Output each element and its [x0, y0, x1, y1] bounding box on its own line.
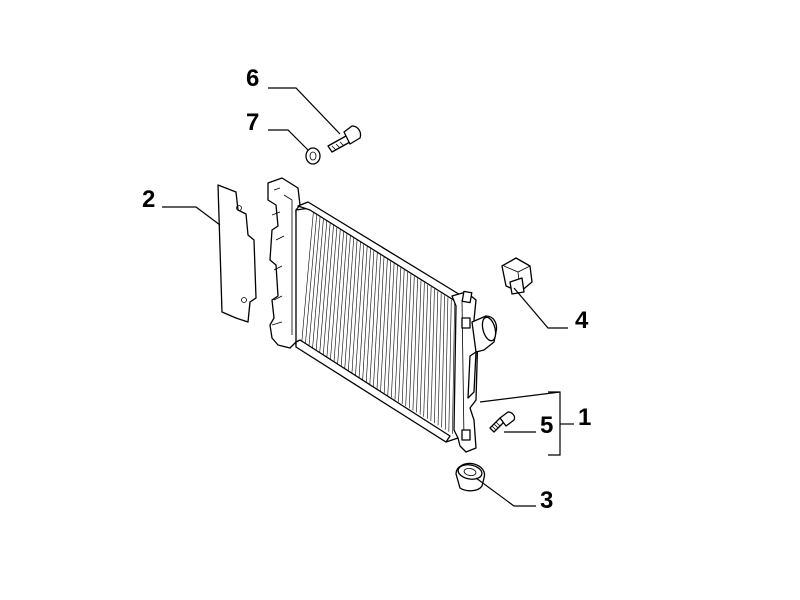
- core-fin-line: [362, 248, 371, 381]
- callout-6: 6: [246, 65, 259, 92]
- leader-7: [268, 129, 309, 151]
- callout-4: 4: [575, 307, 589, 334]
- core-fin-line: [373, 254, 381, 387]
- core-fin-line: [391, 265, 398, 398]
- leader-2: [162, 206, 221, 226]
- core-fin-line: [365, 250, 375, 383]
- core-fin-line: [394, 267, 402, 400]
- core-fin-line: [387, 263, 395, 396]
- baffle-plate: [217, 184, 257, 323]
- core-fin-line: [380, 259, 388, 392]
- core-fin-line: [423, 284, 429, 417]
- core-fin-line: [401, 271, 408, 404]
- core-fin-line: [412, 278, 418, 411]
- core-fin-line: [351, 242, 361, 375]
- core-fin-line: [333, 231, 344, 364]
- radiator: [267, 177, 498, 453]
- core-fin-line: [330, 229, 341, 362]
- bottom-mount: [455, 462, 486, 492]
- core-fin-line: [376, 256, 385, 390]
- screw-5: [489, 411, 516, 433]
- leader-4: [513, 287, 568, 329]
- core-fin-line: [434, 291, 439, 424]
- core-fin-line: [369, 252, 378, 385]
- core-fin-line: [340, 235, 351, 368]
- leader-1: [479, 391, 561, 403]
- core-fin-line: [355, 244, 365, 377]
- core-fin-line: [319, 222, 331, 355]
- core-fin-line: [322, 224, 334, 357]
- core-fin-line: [405, 274, 412, 407]
- core-fin-line: [304, 214, 318, 347]
- leader-6: [268, 87, 341, 135]
- core-fin-line: [344, 237, 355, 370]
- upper-mount: [501, 257, 533, 295]
- radiator-core: [295, 207, 461, 443]
- core-fin-line: [448, 299, 452, 432]
- core-fin-line: [441, 295, 445, 428]
- callout-1: 1: [578, 404, 591, 431]
- core-fin-line: [416, 280, 422, 413]
- core-fin-line: [312, 218, 324, 351]
- core-fin-line: [452, 301, 455, 434]
- leader-3: [475, 477, 536, 507]
- core-fin-line: [326, 227, 338, 360]
- core-fin-line: [437, 293, 442, 426]
- core-fin-line: [398, 269, 405, 402]
- core-fin-line: [430, 289, 435, 422]
- radiator-core-fins: [301, 212, 455, 434]
- core-fin-line: [444, 297, 449, 430]
- callout-7: 7: [246, 109, 259, 136]
- bolt-6: [327, 125, 362, 153]
- core-fin-line: [383, 261, 392, 394]
- radiator-right-tank: [451, 291, 479, 453]
- leader-lines: [162, 87, 574, 507]
- radiator-left-tank: [267, 177, 301, 349]
- callout-3: 3: [540, 487, 553, 514]
- core-fin-line: [301, 212, 314, 345]
- core-fin-line: [426, 286, 432, 419]
- core-fin-line: [358, 246, 368, 379]
- callout-5: 5: [540, 412, 553, 439]
- core-fin-line: [315, 220, 328, 353]
- core-fin-line: [409, 276, 415, 409]
- callout-2: 2: [142, 186, 155, 213]
- core-fin-line: [308, 216, 321, 349]
- core-fin-line: [347, 239, 358, 372]
- nut-7: [305, 147, 321, 165]
- core-fin-line: [337, 233, 348, 366]
- core-fin-line: [419, 282, 425, 415]
